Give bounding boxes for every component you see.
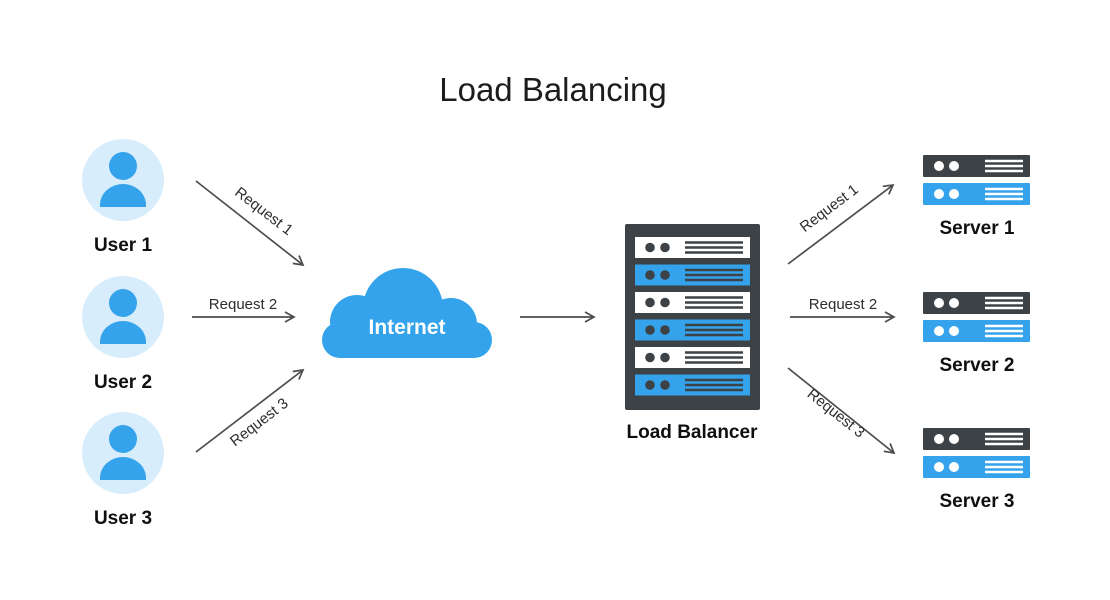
- load-balancer-node: Load Balancer: [625, 224, 760, 443]
- request-3-left-arrow: [195, 368, 305, 453]
- load-balancer-label: Load Balancer: [627, 422, 759, 443]
- server-node-2: Server 2: [921, 290, 1032, 376]
- user-node-1: User 1: [82, 139, 164, 256]
- server-node-3: Server 3: [921, 426, 1032, 512]
- request-3-right-label: Request 3: [804, 386, 868, 442]
- server-1-icon: [921, 153, 1032, 207]
- rack-slot-6: [635, 374, 750, 396]
- user-3-label: User 3: [94, 508, 152, 529]
- rack-slot-5: [635, 347, 750, 368]
- request-3-right-arrow: [787, 367, 896, 455]
- server-3-label: Server 3: [939, 491, 1014, 512]
- rack-slot-3: [635, 292, 750, 313]
- user-node-3: User 3: [82, 412, 164, 529]
- load-balancer-rack-icon: [625, 224, 760, 410]
- server-2-label: Server 2: [939, 355, 1014, 376]
- rack-slot-2: [635, 264, 750, 286]
- request-1-left-label: Request 1: [231, 184, 296, 239]
- server-node-1: Server 1: [921, 153, 1032, 239]
- request-arrows-right: Request 1 Request 2 Request 3: [787, 181, 896, 455]
- page-title: Load Balancing: [439, 71, 667, 108]
- user-3-avatar-icon: [82, 412, 164, 494]
- rack-slot-4: [635, 319, 750, 341]
- user-1-avatar-icon: [82, 139, 164, 221]
- server-2-icon: [921, 290, 1032, 344]
- request-1-right-label: Request 1: [797, 181, 862, 236]
- request-1-right-arrow: [787, 183, 895, 265]
- user-1-label: User 1: [94, 235, 153, 256]
- user-node-2: User 2: [82, 276, 164, 393]
- internet-cloud-icon: [322, 268, 492, 358]
- request-2-right-label: Request 2: [809, 296, 877, 313]
- internet-label: Internet: [368, 316, 445, 339]
- internet-node: Internet: [322, 268, 492, 358]
- user-2-label: User 2: [94, 372, 152, 393]
- server-1-label: Server 1: [939, 218, 1014, 239]
- request-1-left-arrow: [195, 180, 305, 267]
- rack-slot-1: [635, 237, 750, 258]
- server-3-icon: [921, 426, 1032, 480]
- user-2-avatar-icon: [82, 276, 164, 358]
- request-arrows-left: Request 1 Request 2 Request 3: [192, 180, 305, 453]
- request-2-left-label: Request 2: [209, 296, 277, 313]
